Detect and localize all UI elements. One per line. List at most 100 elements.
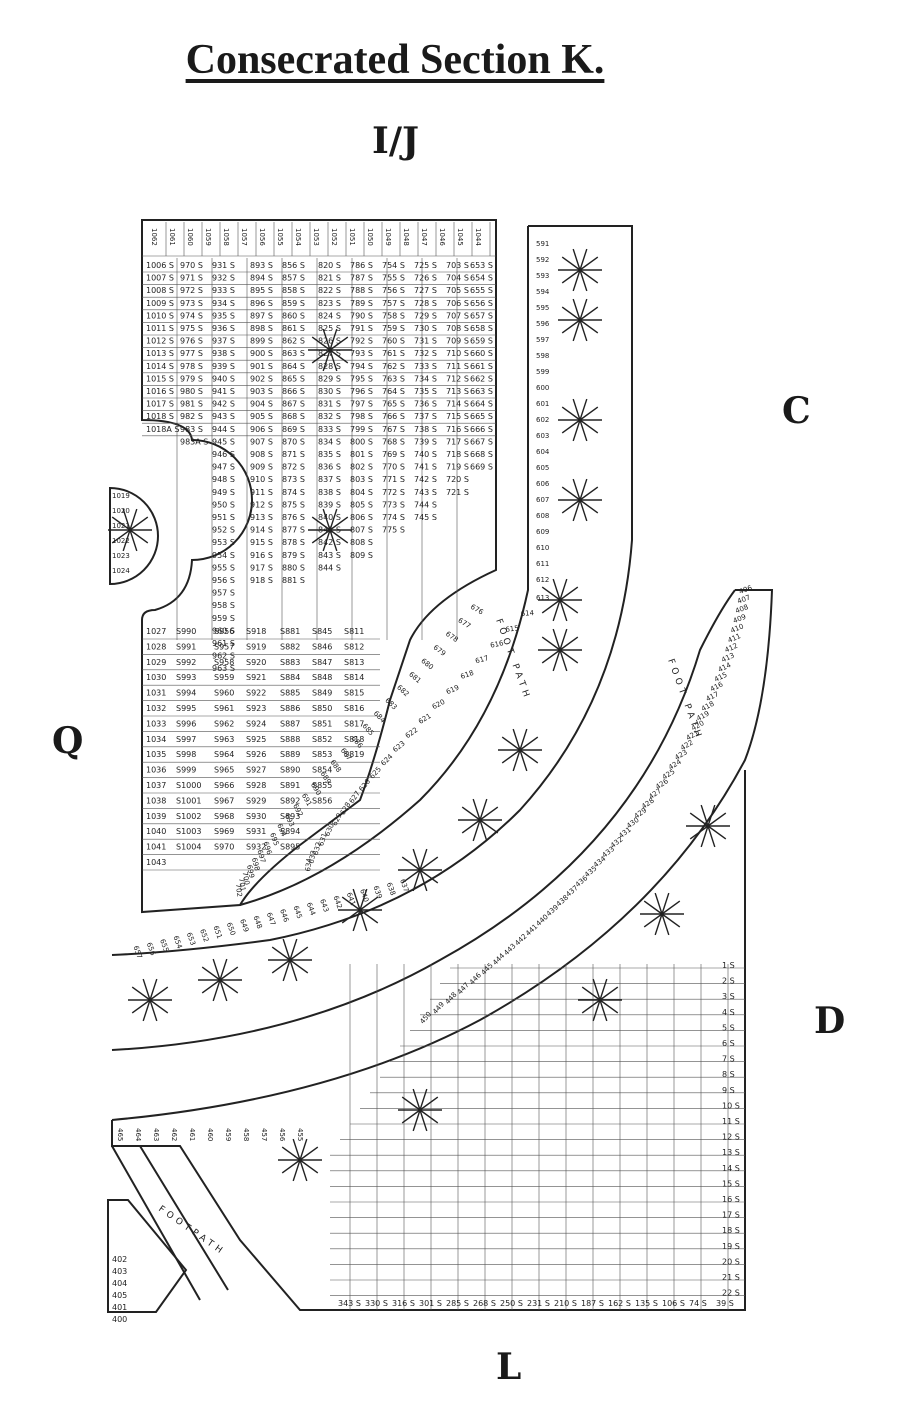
plot-label: 826 S [318,337,341,346]
plot-label: 903 S [250,387,273,396]
plot-label: 608 [536,512,549,520]
plot-label: 679 [432,643,448,657]
tree-icon [686,804,730,848]
plot-label: 634 [304,857,314,872]
plot-label: 697 [255,849,266,864]
plot-label: 593 [536,272,549,280]
plot-label: 823 S [318,299,341,308]
plot-label: 1020 [112,507,130,515]
plot-label: 862 S [282,337,305,346]
tree-icon [558,478,602,522]
plot-label: 900 S [250,349,273,358]
plot-label: 464 [134,1128,142,1142]
plot-label: 788 S [350,286,373,295]
plot-label: 605 [536,464,549,472]
plot-label: 936 S [212,324,235,333]
plot-label: S856 [312,796,332,805]
plot-label: 11 S [722,1117,740,1126]
plot-label: 893 S [250,261,273,270]
plot-label: 460 [206,1128,214,1141]
plot-label: 804 S [350,488,373,497]
plot-label: 644 [305,901,317,917]
plot-label: 106 S [662,1299,685,1308]
plot-label: 943 S [212,412,235,421]
plot-label: 792 S [350,337,373,346]
plot-label: 983 S [180,425,203,434]
plot-label: 1060 [186,228,194,246]
plot-label: 901 S [250,362,273,371]
plot-label: 1056 [258,228,266,246]
plot-label: 800 S [350,437,373,446]
plot-label: 231 S [527,1299,550,1308]
footpath-diagonal [111,1145,229,1301]
plot-label: 735 S [414,387,437,396]
plot-label: 981 S [180,400,203,409]
plot-label: S1003 [176,827,201,836]
plot-label: 400 [112,1315,127,1324]
plot-label: 912 S [250,500,273,509]
plot-label: 250 S [500,1299,523,1308]
plot-label: 1018A S [146,425,179,434]
plot-label: S887 [280,719,300,728]
plot-label: 455 [296,1128,304,1141]
plot-label: 4 S [722,1008,735,1017]
plot-label: 1023 [112,552,130,560]
plot-label: 461 [188,1128,196,1141]
plot-label: 664 S [470,400,493,409]
plot-label: 760 S [382,337,405,346]
plot-label: 1010 S [146,311,174,320]
plot-label: 821 S [318,274,341,283]
plot-label: 1052 [330,228,338,246]
plot-label: 895 S [250,286,273,295]
plot-label: 1015 S [146,374,174,383]
plot-label: 1034 [146,735,166,744]
plot-label: 976 S [180,337,203,346]
plot-label: S921 [246,673,266,682]
plot-label: 744 S [414,500,437,509]
plot-label: 8 S [722,1070,735,1079]
plot-label: 631 [317,832,329,847]
tree-icon [558,398,602,442]
plot-label: 939 S [212,362,235,371]
plot-label: 707 S [446,311,469,320]
plot-label: 1008 S [146,286,174,295]
plot-label: S957 [214,642,234,651]
plot-label: 948 S [212,475,235,484]
plot-label: 905 S [250,412,273,421]
plot-label: 856 S [282,261,305,270]
plot-label: 465 [116,1128,124,1141]
plot-label: 210 S [554,1299,577,1308]
plot-label: 971 S [180,274,203,283]
plot-label: S889 [280,750,300,759]
plot-label: 6 S [722,1039,735,1048]
plot-label: S999 [176,766,196,775]
plot-label: S845 [312,627,332,636]
tree-icon [128,978,172,1022]
plot-label: 951 S [212,513,235,522]
plot-label: 1038 [146,796,166,805]
plot-label: 621 [417,712,433,726]
plot-label: 646 [278,908,290,924]
plot-label: S924 [246,719,266,728]
plot-label: 773 S [382,500,405,509]
plot-label: 795 S [350,374,373,383]
plot-label: 1028 [146,642,166,651]
plot-label: 829 S [318,374,341,383]
plot-label: 654 S [470,274,493,283]
plot-label: 837 S [318,475,341,484]
tree-icon [458,798,502,842]
plot-label: 909 S [250,463,273,472]
plot-label: 983A S [180,437,208,446]
plot-label: 802 S [350,463,373,472]
plot-label: S920 [246,658,266,667]
plot-label: S882 [280,642,300,651]
plot-label: 7 S [722,1055,735,1064]
plot-label: 809 S [350,551,373,560]
footpath-arc-inner [111,589,736,1051]
plot-label: 615 [505,624,519,634]
plot-label: 738 S [414,425,437,434]
plot-label: 952 S [212,526,235,535]
plot-label: 649 [238,918,250,933]
plot-label: S918 [246,627,266,636]
